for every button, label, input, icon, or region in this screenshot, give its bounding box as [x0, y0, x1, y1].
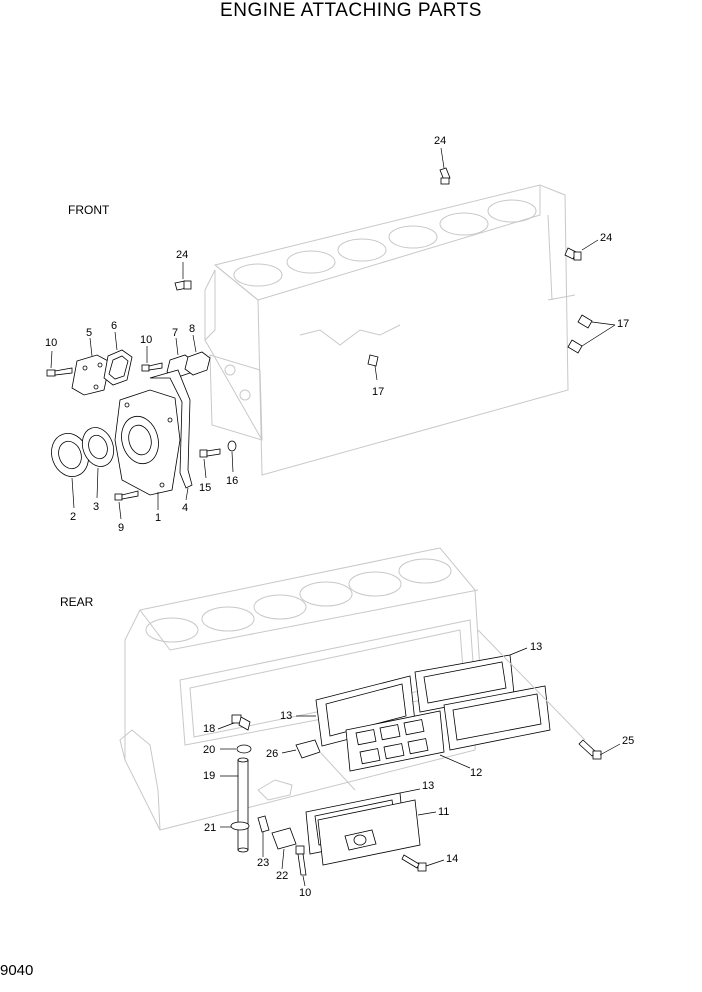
- rear-part-10-bolt: [295, 845, 307, 887]
- callout-17: 17: [617, 318, 629, 330]
- callout-25: 25: [622, 735, 634, 747]
- front-part-17-plugs: [367, 314, 616, 381]
- front-part-16-washer: [227, 440, 237, 473]
- callout-15: 15: [199, 482, 211, 494]
- callout-24: 24: [176, 249, 188, 261]
- rear-part-22-flange: [271, 827, 297, 870]
- front-part-8-gasket: [184, 334, 211, 376]
- callout-8: 8: [189, 323, 195, 335]
- front-part-15-bolt: [199, 448, 221, 479]
- callout-2: 2: [70, 511, 76, 523]
- callout-10: 10: [299, 887, 311, 899]
- rear-part-25-bolt: [477, 629, 621, 760]
- callout-10: 10: [45, 337, 57, 349]
- callout-19: 19: [203, 770, 215, 782]
- rear-part-14-bolt: [401, 854, 445, 872]
- front-part-5-cover: [71, 337, 111, 396]
- rear-part-26-flange: [281, 739, 356, 791]
- front-engine-block: [204, 184, 576, 476]
- front-part-6-gasket: [103, 331, 133, 386]
- callout-26: 26: [266, 748, 278, 760]
- callout-23: 23: [257, 857, 269, 869]
- callout-13: 13: [530, 641, 542, 653]
- callout-6: 6: [111, 320, 117, 332]
- callout-24: 24: [600, 232, 612, 244]
- rear-part-13-cover-left: [296, 675, 416, 747]
- callout-14: 14: [446, 853, 458, 865]
- front-part-3-seal: [81, 427, 115, 499]
- front-part-24-plug-right: [564, 239, 599, 261]
- rear-part-12-plate: [345, 710, 471, 772]
- callout-5: 5: [86, 327, 92, 339]
- page-title: ENGINE ATTACHING PARTS: [220, 0, 482, 21]
- callout-24: 24: [434, 135, 446, 147]
- front-part-9-bolt: [114, 490, 139, 520]
- rear-part-19-tube: [220, 757, 249, 853]
- rear-callouts: 13 13 13 18 20 26 12 25 19 21 23 22 10 1…: [203, 641, 634, 899]
- callout-22: 22: [276, 870, 288, 882]
- rear-part-21-oring: [220, 821, 250, 831]
- callout-16: 16: [226, 475, 238, 487]
- callout-17: 17: [372, 386, 384, 398]
- callout-1: 1: [155, 512, 161, 524]
- rear-part-20-clip: [220, 744, 252, 754]
- callout-13: 13: [422, 780, 434, 792]
- callout-13: 13: [280, 710, 292, 722]
- callout-10: 10: [140, 334, 152, 346]
- callout-18: 18: [203, 723, 215, 735]
- front-part-24-plug-left: [174, 262, 192, 291]
- front-part-1-housing: [114, 389, 181, 510]
- callout-11: 11: [438, 806, 449, 818]
- front-part-2-seal: [51, 433, 89, 509]
- callout-7: 7: [172, 327, 178, 339]
- rear-part-11-plate: [317, 799, 437, 866]
- front-part-10-bolt-left: [46, 350, 73, 377]
- rear-part-23-pin: [257, 815, 270, 857]
- rear-part-13-cover-rear: [443, 685, 551, 751]
- front-callouts: 24 24 24 17 17 10 5 6 10 7 8 2 3 9 1 4 1…: [45, 135, 629, 534]
- rear-section-label: REAR: [60, 595, 94, 609]
- front-part-4-gasket: [149, 369, 193, 501]
- rear-part-18-fitting: [217, 714, 251, 731]
- front-part-10-bolt-mid: [141, 346, 163, 372]
- front-part-24-plug-top: [439, 147, 451, 185]
- callout-3: 3: [93, 501, 99, 513]
- front-section-label: FRONT: [68, 203, 110, 217]
- callout-21: 21: [204, 822, 216, 834]
- callout-4: 4: [182, 502, 188, 514]
- page-number: 9040: [0, 962, 34, 979]
- callout-20: 20: [203, 744, 215, 756]
- callout-9: 9: [118, 522, 124, 534]
- callout-12: 12: [470, 767, 482, 779]
